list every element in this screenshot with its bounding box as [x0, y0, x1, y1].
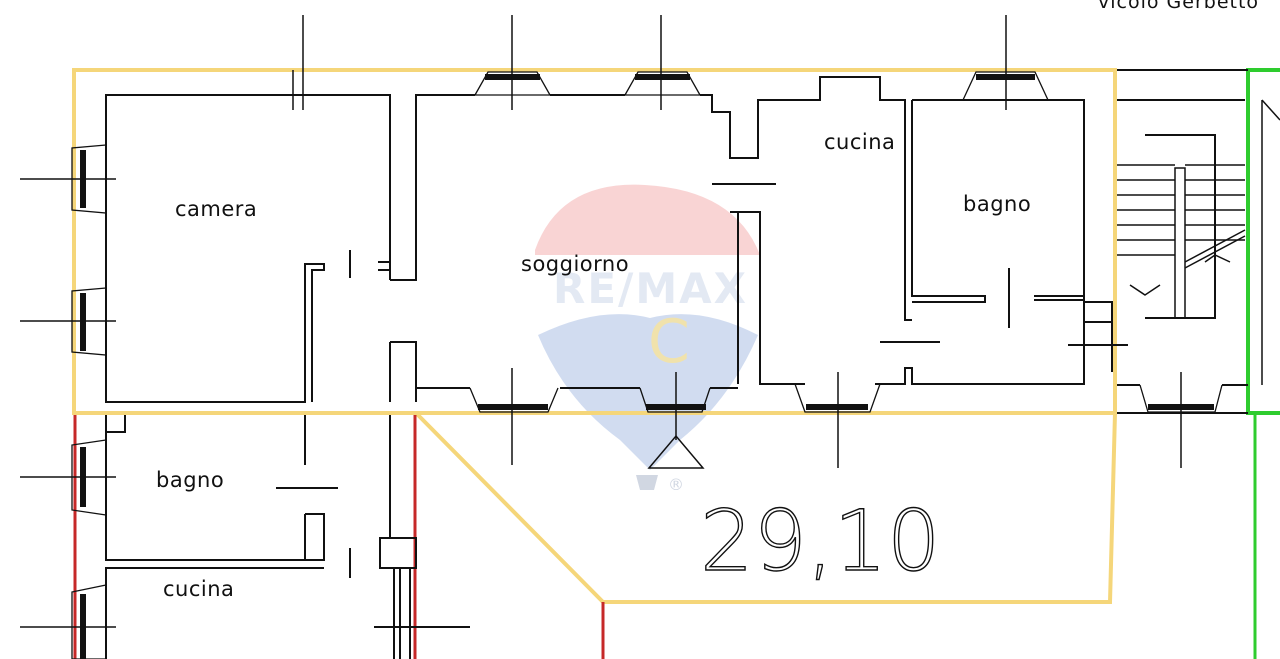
window-left-2	[20, 287, 116, 356]
window-bottom-4	[1139, 372, 1223, 468]
highlight-boundaries	[72, 68, 1280, 659]
watermark-balloon-top	[535, 184, 760, 255]
room-label-cucina-main: cucina	[824, 130, 895, 154]
street-label: vicolo Gerbetto	[1098, 0, 1259, 13]
remax-watermark: RE/MAX C ®	[535, 184, 760, 494]
windows	[20, 15, 1223, 659]
room-label-camera: camera	[175, 197, 257, 221]
stair-treads	[1117, 164, 1245, 256]
room-label-soggiorno: soggiorno	[521, 252, 629, 276]
watermark-text: RE/MAX	[553, 264, 748, 313]
window-left-1	[20, 144, 116, 214]
room-label-cucina-lower: cucina	[163, 577, 234, 601]
window-bottom-2	[639, 372, 711, 469]
window-top-1	[473, 15, 552, 110]
room-label-bagno-lower: bagno	[156, 468, 224, 492]
green-boundary	[1246, 68, 1280, 415]
watermark-balloon-bottom	[538, 314, 758, 470]
terrace-highlight	[414, 411, 1117, 604]
window-top-2	[623, 15, 702, 110]
watermark-registered: ®	[668, 475, 684, 494]
window-bottom-1	[469, 368, 559, 465]
window-left-3	[20, 439, 116, 516]
area-label: 29,10	[700, 492, 940, 590]
apartment-highlight	[72, 68, 1117, 415]
watermark-basket	[636, 475, 658, 490]
window-top-3	[961, 15, 1050, 110]
window-bottom-3	[794, 372, 881, 468]
walls	[105, 69, 1280, 659]
labels: vicolo Gerbetto camera soggiorno cucina …	[156, 0, 1259, 601]
window-left-4	[20, 584, 116, 659]
watermark-letter: C	[648, 307, 690, 377]
room-label-bagno-main: bagno	[963, 192, 1031, 216]
